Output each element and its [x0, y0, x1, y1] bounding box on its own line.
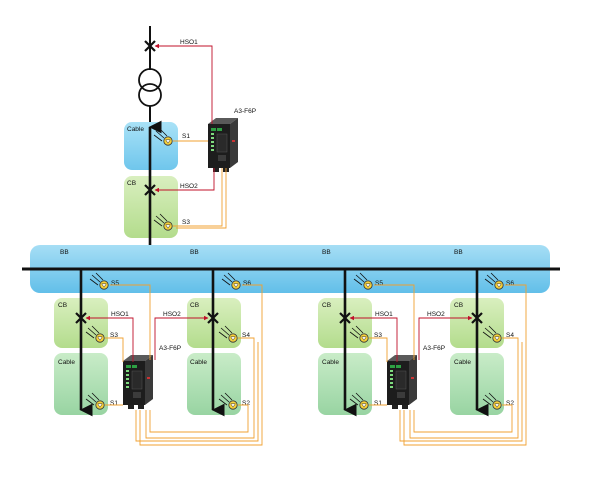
hso2-label: HSO2 [427, 311, 445, 318]
relay-device-icon [386, 354, 418, 410]
bb-label: BB [322, 249, 331, 256]
sensor-s6-label: S6 [243, 280, 251, 287]
busbar: BB BB BB BB S5 S6 S5 S6 [22, 245, 560, 293]
hso1-label: HSO1 [111, 311, 129, 318]
sensor-s2-label: S2 [506, 400, 514, 407]
sensor-s5-label: S5 [111, 280, 119, 287]
hso2-label: HSO2 [163, 311, 181, 318]
relay-label: A3-F6P [234, 108, 256, 115]
transformer-icon [138, 68, 162, 107]
top-feeder: Cable S1 CB S3 A3-F6P HSO1 HSO2 [124, 26, 256, 265]
left-feeder-group: CB CB Cable Cable S3 S4 S1 S2 A3-F6P HSO… [54, 269, 263, 446]
cb-label: CB [454, 302, 463, 309]
sensor-s5-label: S5 [375, 280, 383, 287]
sensor-s2-label: S2 [242, 400, 250, 407]
cb-label: CB [127, 180, 136, 187]
cb-label: CB [322, 302, 331, 309]
sensor-s4-label: S4 [242, 332, 250, 339]
sensor-s1-label: S1 [182, 133, 190, 140]
hso2-label: HSO2 [180, 183, 198, 190]
cable-label: Cable [454, 359, 471, 366]
sensor-s1-label: S1 [374, 400, 382, 407]
sensor-s3-label: S3 [110, 332, 118, 339]
sensor-s6-label: S6 [506, 280, 514, 287]
cable-label: Cable [190, 359, 207, 366]
bb-label: BB [454, 249, 463, 256]
bb-label: BB [60, 249, 69, 256]
sensor-s1-label: S1 [110, 400, 118, 407]
hso1-label: HSO1 [375, 311, 393, 318]
relay-label: A3-F6P [159, 345, 181, 352]
bb-label: BB [190, 249, 199, 256]
hso1-label: HSO1 [180, 39, 198, 46]
relay-device-icon [207, 117, 239, 173]
sensor-s4-label: S4 [506, 332, 514, 339]
cb-label: CB [58, 302, 67, 309]
sensor-s3-label: S3 [374, 332, 382, 339]
relay-device-icon [122, 354, 154, 410]
cable-label: Cable [127, 126, 144, 133]
sensor-s3-label: S3 [182, 219, 190, 226]
cable-label: Cable [58, 359, 75, 366]
right-feeder-group: CB CB Cable Cable S3 S4 S1 S2 A3-F6P HSO… [318, 269, 527, 446]
relay-label: A3-F6P [423, 345, 445, 352]
cable-label: Cable [322, 359, 339, 366]
cb-label: CB [190, 302, 199, 309]
